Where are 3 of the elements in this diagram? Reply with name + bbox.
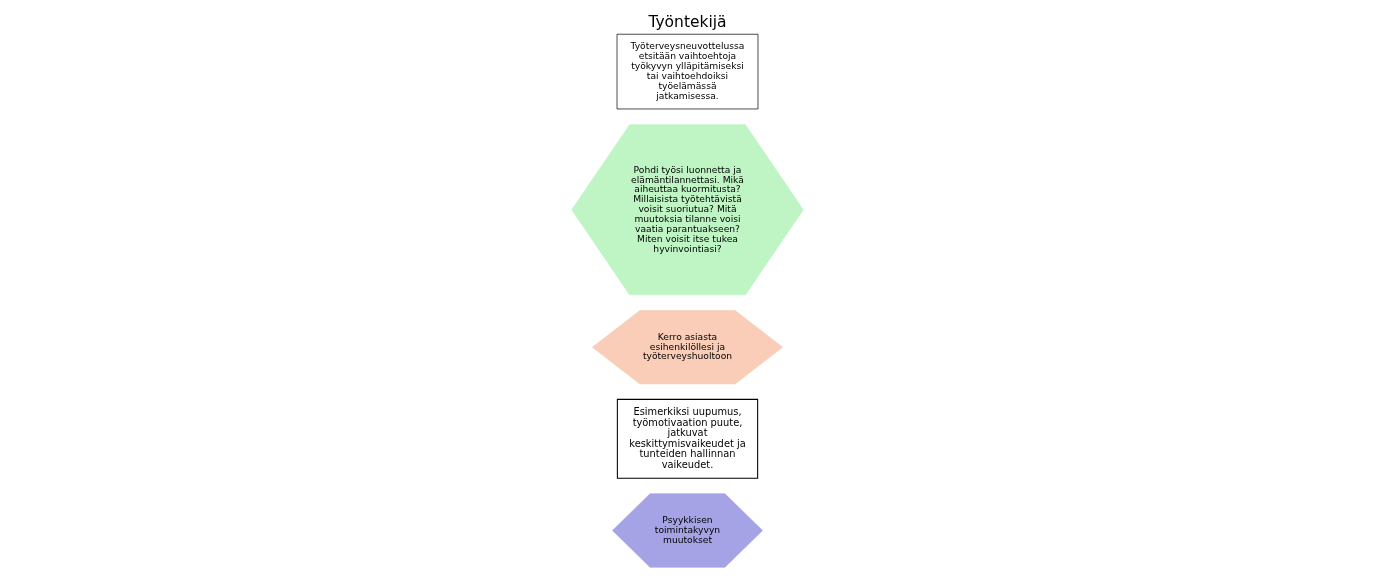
diagram-title: Työntekijä — [648, 12, 727, 31]
node-box: Esimerkiksi uupumus, työmotivaation puute, jatkuvat keskittymisvaikeudet ja tunteiden hallinnan vaikeudet. — [616, 398, 759, 479]
node-box: Työterveysneuvottelussa etsitään vaihtoehtoja työkyvyn ylläpitämiseksi tai vaihtoehdoiksi työelämässä jatkamisessa. — [616, 33, 759, 110]
